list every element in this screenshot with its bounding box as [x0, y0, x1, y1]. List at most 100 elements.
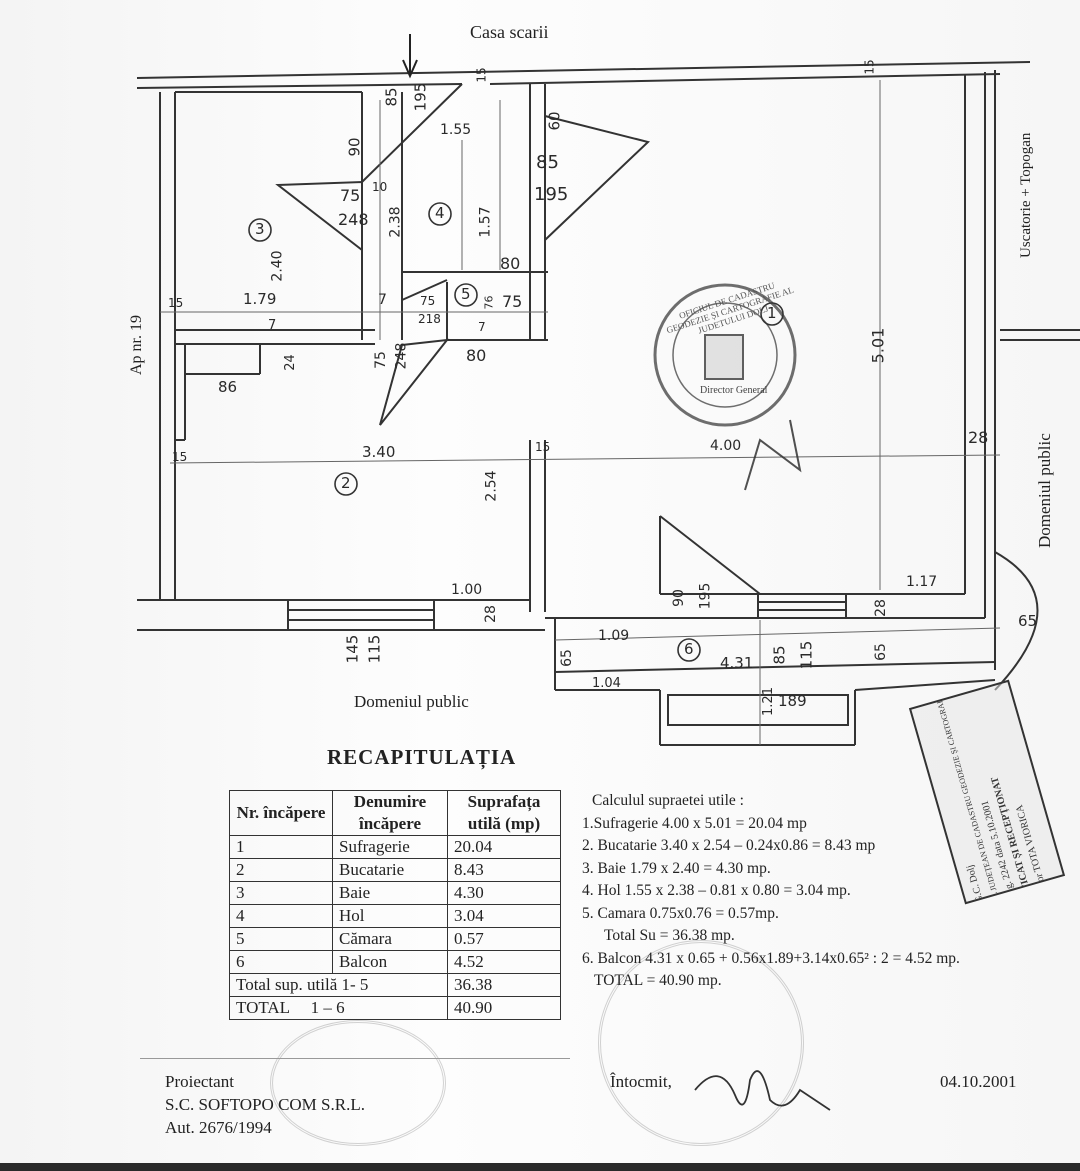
dim: 28 [968, 428, 989, 447]
dim: 7 [378, 292, 387, 308]
calc-line: 3. Baie 1.79 x 2.40 = 4.30 mp. [582, 859, 771, 877]
bottom-edge [0, 1163, 1080, 1171]
total-value: 40.90 [447, 996, 561, 1020]
dim: 65 [872, 643, 889, 661]
table-row: 5 Cămara 0.57 [229, 927, 561, 951]
total-label-cell: TOTAL 1 – 6 [229, 996, 448, 1020]
dim: 75 [340, 186, 361, 205]
floor-plan [136, 34, 1080, 746]
label-domeniul-public-right: Domeniul public [1035, 433, 1054, 548]
footer-company: S.C. SOFTOPO COM S.R.L. [165, 1095, 365, 1114]
calc-line: 1.Sufragerie 4.00 x 5.01 = 20.04 mp [582, 814, 807, 832]
dim: 90 [670, 589, 687, 607]
calc-line: 5. Camara 0.75x0.76 = 0.57mp. [582, 904, 779, 922]
dim: 3.40 [362, 443, 396, 461]
dim: 1.55 [440, 122, 472, 138]
dim: 10 [372, 180, 388, 194]
dim: 75 [420, 294, 436, 308]
dim: 2.38 [387, 206, 404, 238]
room-number-5: 5 [461, 285, 471, 303]
calc-line: 4. Hol 1.55 x 2.38 – 0.81 x 0.80 = 3.04 … [582, 882, 851, 899]
dim: 1.57 [477, 206, 494, 238]
dim: 2.40 [269, 250, 286, 282]
total-row: TOTAL 1 – 6 40.90 [229, 996, 561, 1020]
dim: 15 [862, 59, 877, 75]
dim: 15 [474, 67, 489, 83]
dim: 1.79 [243, 290, 277, 308]
recap-table: Nr. încăpere Denumire încăpere Suprafața… [229, 790, 561, 1020]
dim: 90 [345, 137, 364, 157]
dim: 195 [697, 582, 714, 610]
header-nr: Nr. încăpere [229, 790, 333, 836]
header-suprafata: Suprafața utilă (mp) [447, 790, 561, 836]
dim: 1.00 [451, 582, 483, 598]
dim: 75 [372, 351, 389, 369]
dim: 80 [466, 346, 487, 365]
dim: 1.17 [906, 574, 938, 590]
dim: 65 [1018, 612, 1038, 630]
table-row: 4 Hol 3.04 [229, 904, 561, 928]
dim: 15 [168, 296, 184, 310]
dim: 1.04 [592, 676, 621, 691]
dim: 28 [482, 605, 499, 623]
label-domeniul-public-bottom: Domeniul public [354, 692, 469, 711]
room-number-4: 4 [435, 204, 445, 222]
dim: 248 [338, 210, 369, 229]
total-util-row: Total sup. utilă 1- 5 36.38 [229, 973, 561, 997]
dim: 7 [478, 320, 486, 334]
dim: 7 [268, 318, 277, 333]
recap-title: RECAPITULAȚIA [327, 745, 517, 769]
dim: 75 [502, 292, 523, 311]
total-range: 1 – 6 [310, 998, 345, 1017]
faded-stamp-left [270, 1020, 446, 1146]
table-row: 6 Balcon 4.52 [229, 950, 561, 974]
dim: 60 [545, 111, 564, 131]
footer-date: 04.10.2001 [940, 1072, 1017, 1091]
room-number-1: 1 [767, 304, 777, 322]
round-stamp-inner-text: Director General [700, 385, 768, 396]
dim: 1.09 [598, 628, 630, 644]
dim: 5.01 [868, 327, 888, 364]
table-header-row: Nr. încăpere Denumire încăpere Suprafața… [229, 790, 561, 836]
dim: 15 [172, 450, 188, 464]
dim: 189 [778, 692, 807, 710]
label-ap-19: Ap nr. 19 [128, 315, 145, 375]
table-row: 3 Baie 4.30 [229, 881, 561, 905]
faded-stamp-right [598, 940, 804, 1146]
dim: 115 [797, 640, 816, 670]
dim: 28 [872, 599, 889, 617]
footer-aut: Aut. 2676/1994 [165, 1118, 272, 1137]
total-label: TOTAL [236, 998, 290, 1017]
dim: 86 [218, 378, 238, 396]
label-uscatorie: Uscatorie + Topogan [1018, 132, 1034, 258]
dim: 218 [418, 312, 441, 326]
dim: 195 [534, 184, 569, 205]
dim: 24 [282, 354, 298, 371]
dim: 65 [558, 649, 575, 667]
header-denumire: Denumire încăpere [332, 790, 448, 836]
dim: 248 [393, 342, 410, 370]
dim: 85 [536, 152, 559, 173]
calc-total-su: Total Su = 36.38 mp. [604, 927, 735, 944]
dim: 85 [770, 645, 789, 665]
dim: 80 [500, 254, 521, 273]
dim: 4.31 [720, 654, 754, 672]
table-row: 1 Sufragerie 20.04 [229, 835, 561, 859]
footer-separator [140, 1058, 570, 1059]
dim: 4.00 [710, 438, 742, 454]
dim: 195 [411, 82, 430, 112]
dim: 115 [365, 634, 384, 664]
entry-arrow-icon [402, 34, 418, 79]
room-number-6: 6 [684, 640, 694, 658]
table-row: 2 Bucatarie 8.43 [229, 858, 561, 882]
footer-intocmit: Întocmit, [610, 1072, 672, 1091]
dim: 85 [382, 87, 401, 107]
room-number-2: 2 [341, 474, 351, 492]
signature [694, 1070, 831, 1111]
total-util-label: Total sup. utilă 1- 5 [229, 973, 448, 997]
dim: 1.21 [760, 687, 776, 716]
calc-line: 2. Bucatarie 3.40 x 2.54 – 0.24x0.86 = 8… [582, 837, 876, 854]
dim: 15 [535, 440, 551, 454]
label-casa-scarii: Casa scarii [470, 22, 549, 42]
room-number-3: 3 [255, 220, 265, 238]
